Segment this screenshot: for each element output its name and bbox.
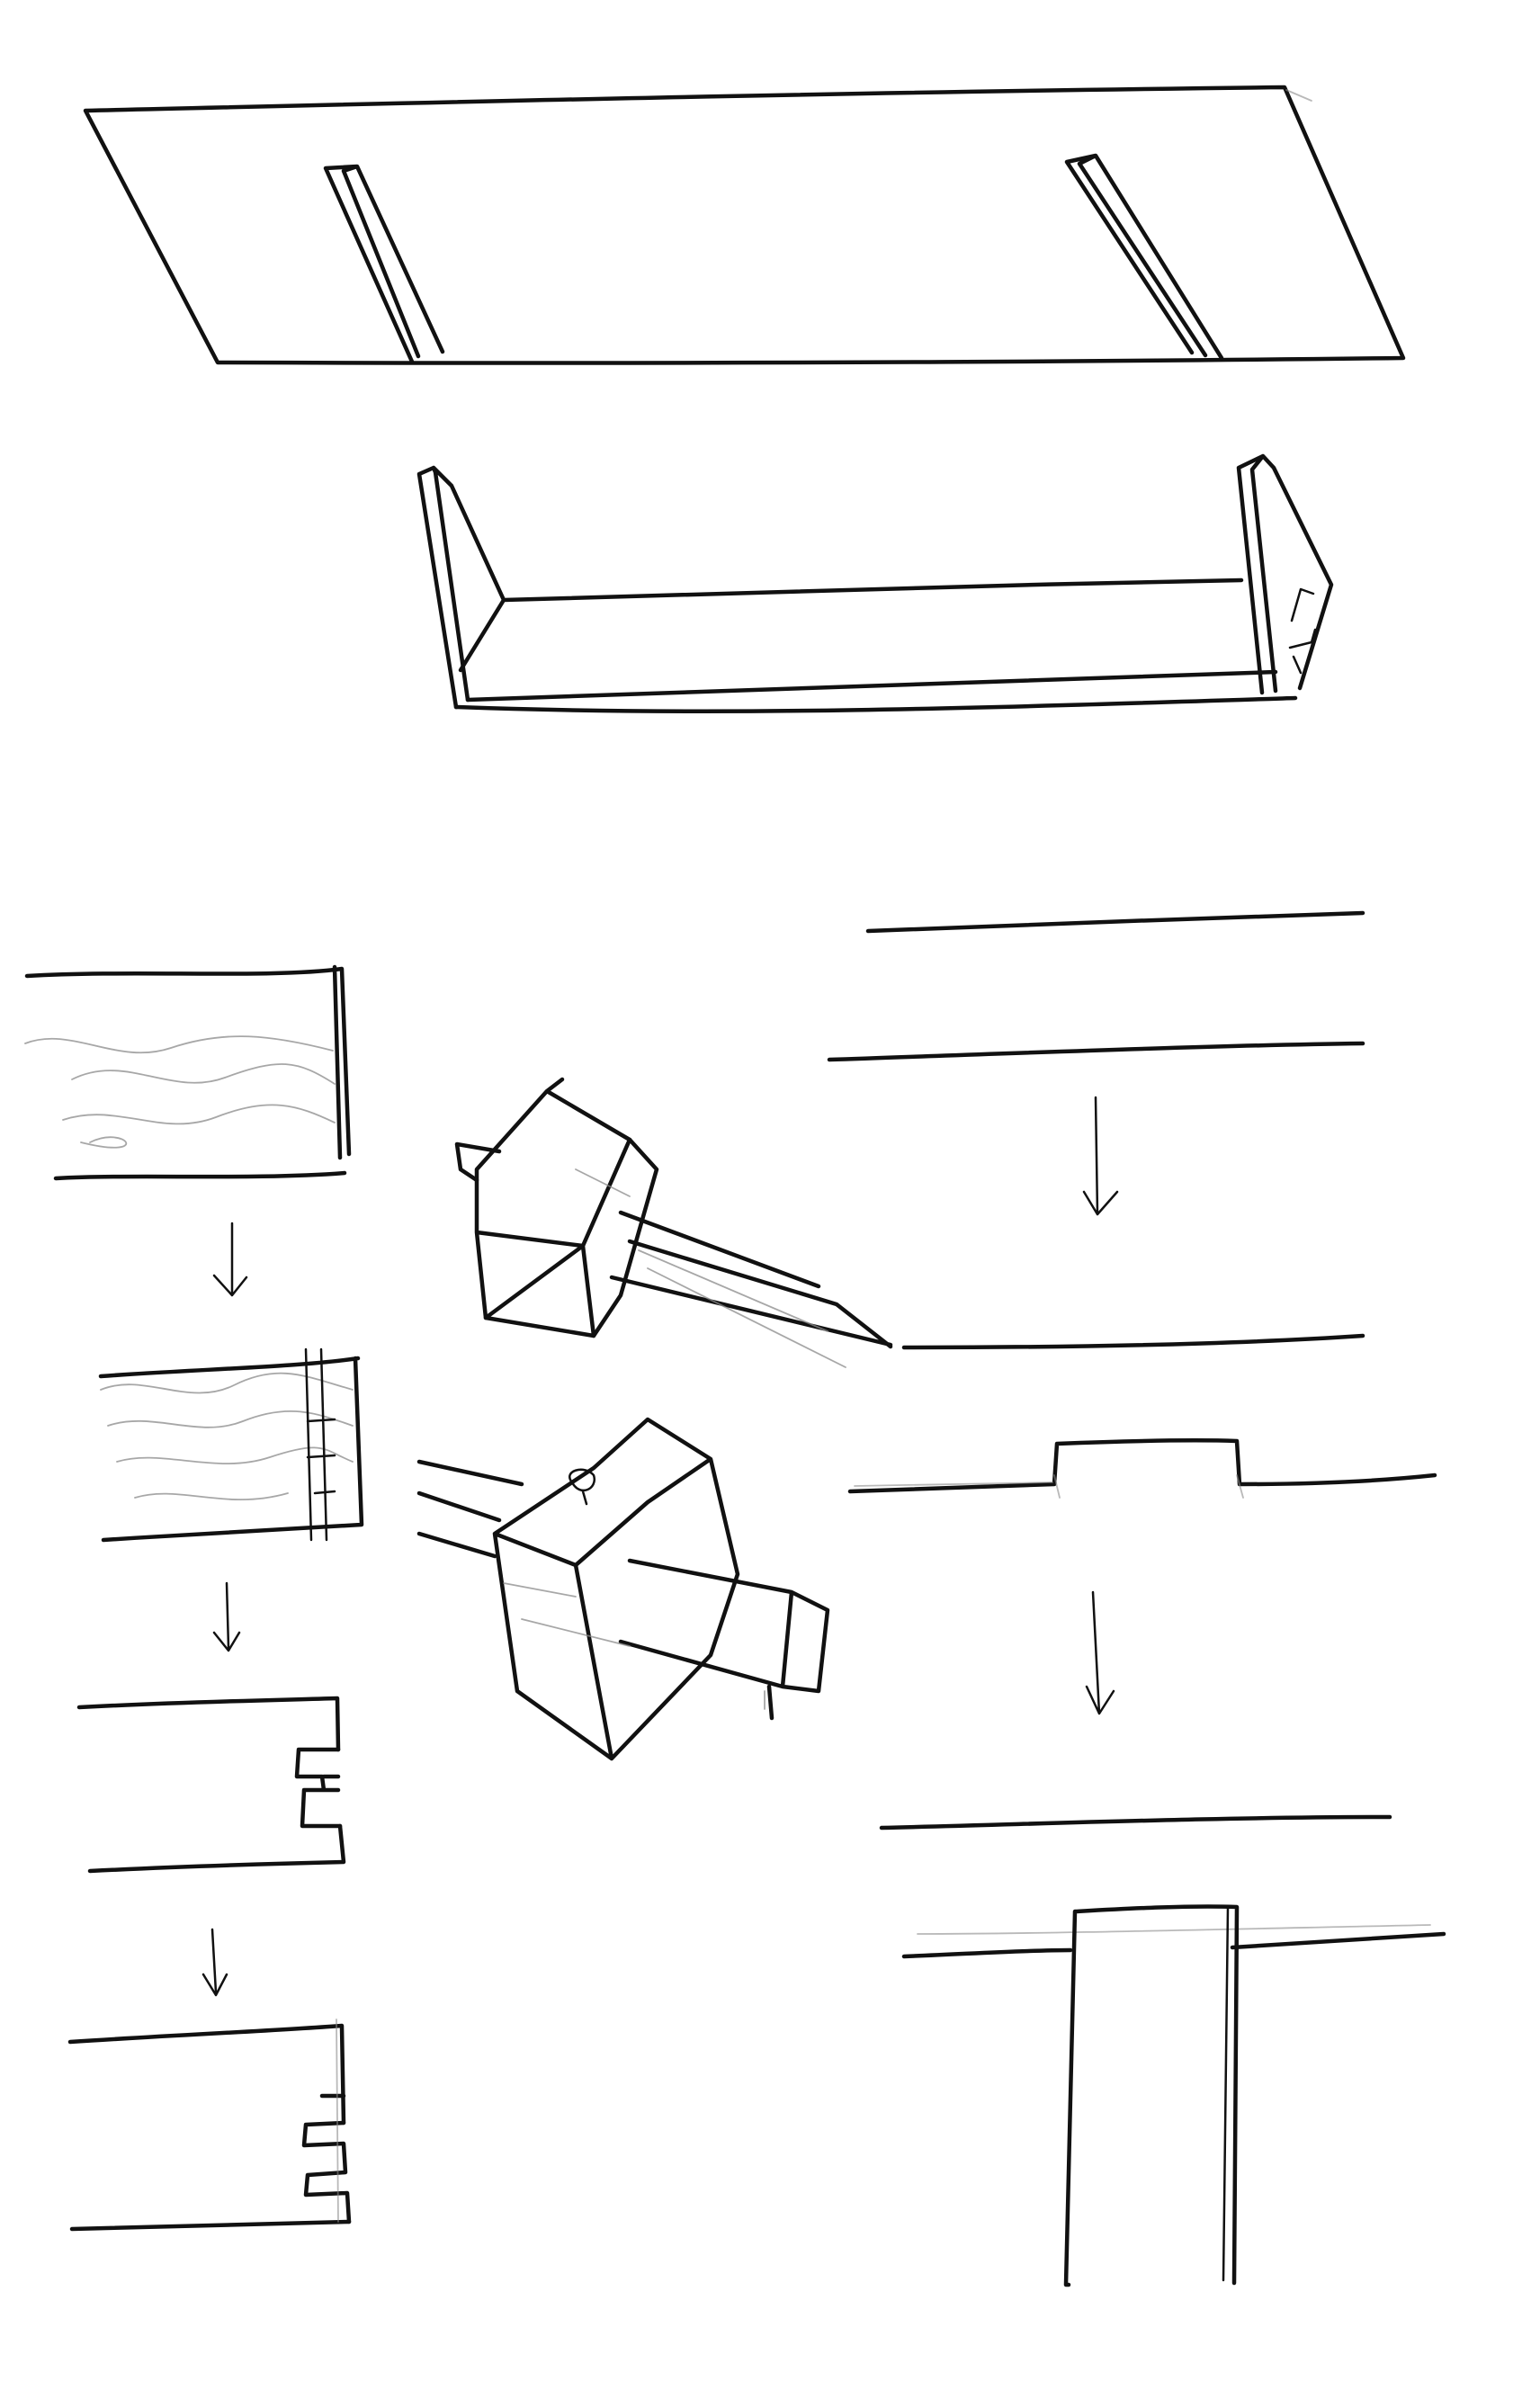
- marking-gauge-icon: [419, 1419, 828, 1759]
- down-arrow-icon: [214, 1583, 239, 1651]
- gauge-2-beam-left: [419, 1462, 522, 1556]
- right-joint-gauge-line: [918, 1925, 1430, 1934]
- right-tenon-gauge-lines: [855, 1475, 1243, 1498]
- right-step-3-joint: [882, 1817, 1444, 2285]
- down-arrow-icon: [214, 1223, 246, 1295]
- right-joint-horizontal: [904, 1934, 1444, 1956]
- dado-right: [1067, 156, 1222, 358]
- dado-left: [326, 166, 443, 362]
- left-board-1-outline: [27, 967, 349, 1178]
- left-board-3-dovetails: [297, 1750, 340, 1826]
- shelf-dovetail-marks: [1290, 589, 1315, 673]
- right-post: [1066, 1906, 1237, 2285]
- left-board-1-grain: [25, 1036, 335, 1148]
- right-board-1-top: [868, 913, 1363, 931]
- gauge-1-shading: [576, 1169, 846, 1367]
- right-board-2-top: [904, 1336, 1363, 1347]
- down-arrow-icon: [1084, 1097, 1117, 1214]
- right-board-3-top: [882, 1817, 1390, 1828]
- left-board-4-line: [336, 2019, 338, 2222]
- right-step-1-board-edges: [829, 913, 1363, 1060]
- left-step-2-marked-board: [101, 1349, 362, 1540]
- gauge-2-beam-right: [621, 1561, 828, 1691]
- assembled-shelf: [419, 456, 1331, 712]
- left-board-3-outline: [79, 1698, 344, 1871]
- board-outline: [85, 87, 1403, 363]
- shelf-right-side: [1239, 456, 1331, 693]
- left-board-2-grain: [101, 1374, 353, 1500]
- gauge-1-beam: [612, 1213, 891, 1347]
- down-arrow-icon: [203, 1929, 227, 1995]
- left-step-4-finished-board: [70, 2019, 349, 2229]
- marking-gauge-icon: [457, 1079, 891, 1367]
- gauge-1-fence: [477, 1079, 630, 1336]
- gauge-2-pin: [769, 1687, 772, 1718]
- down-arrow-icon: [1087, 1592, 1114, 1714]
- right-step-2-tenon: [850, 1336, 1435, 1498]
- left-step-1-board: [25, 967, 349, 1178]
- left-step-3-cut-board: [79, 1698, 344, 1871]
- right-board-1-bottom: [829, 1043, 1363, 1060]
- shelf-bottom-board: [456, 580, 1295, 712]
- board-with-dadoes: [85, 87, 1403, 363]
- right-post-edge: [1223, 1907, 1228, 2280]
